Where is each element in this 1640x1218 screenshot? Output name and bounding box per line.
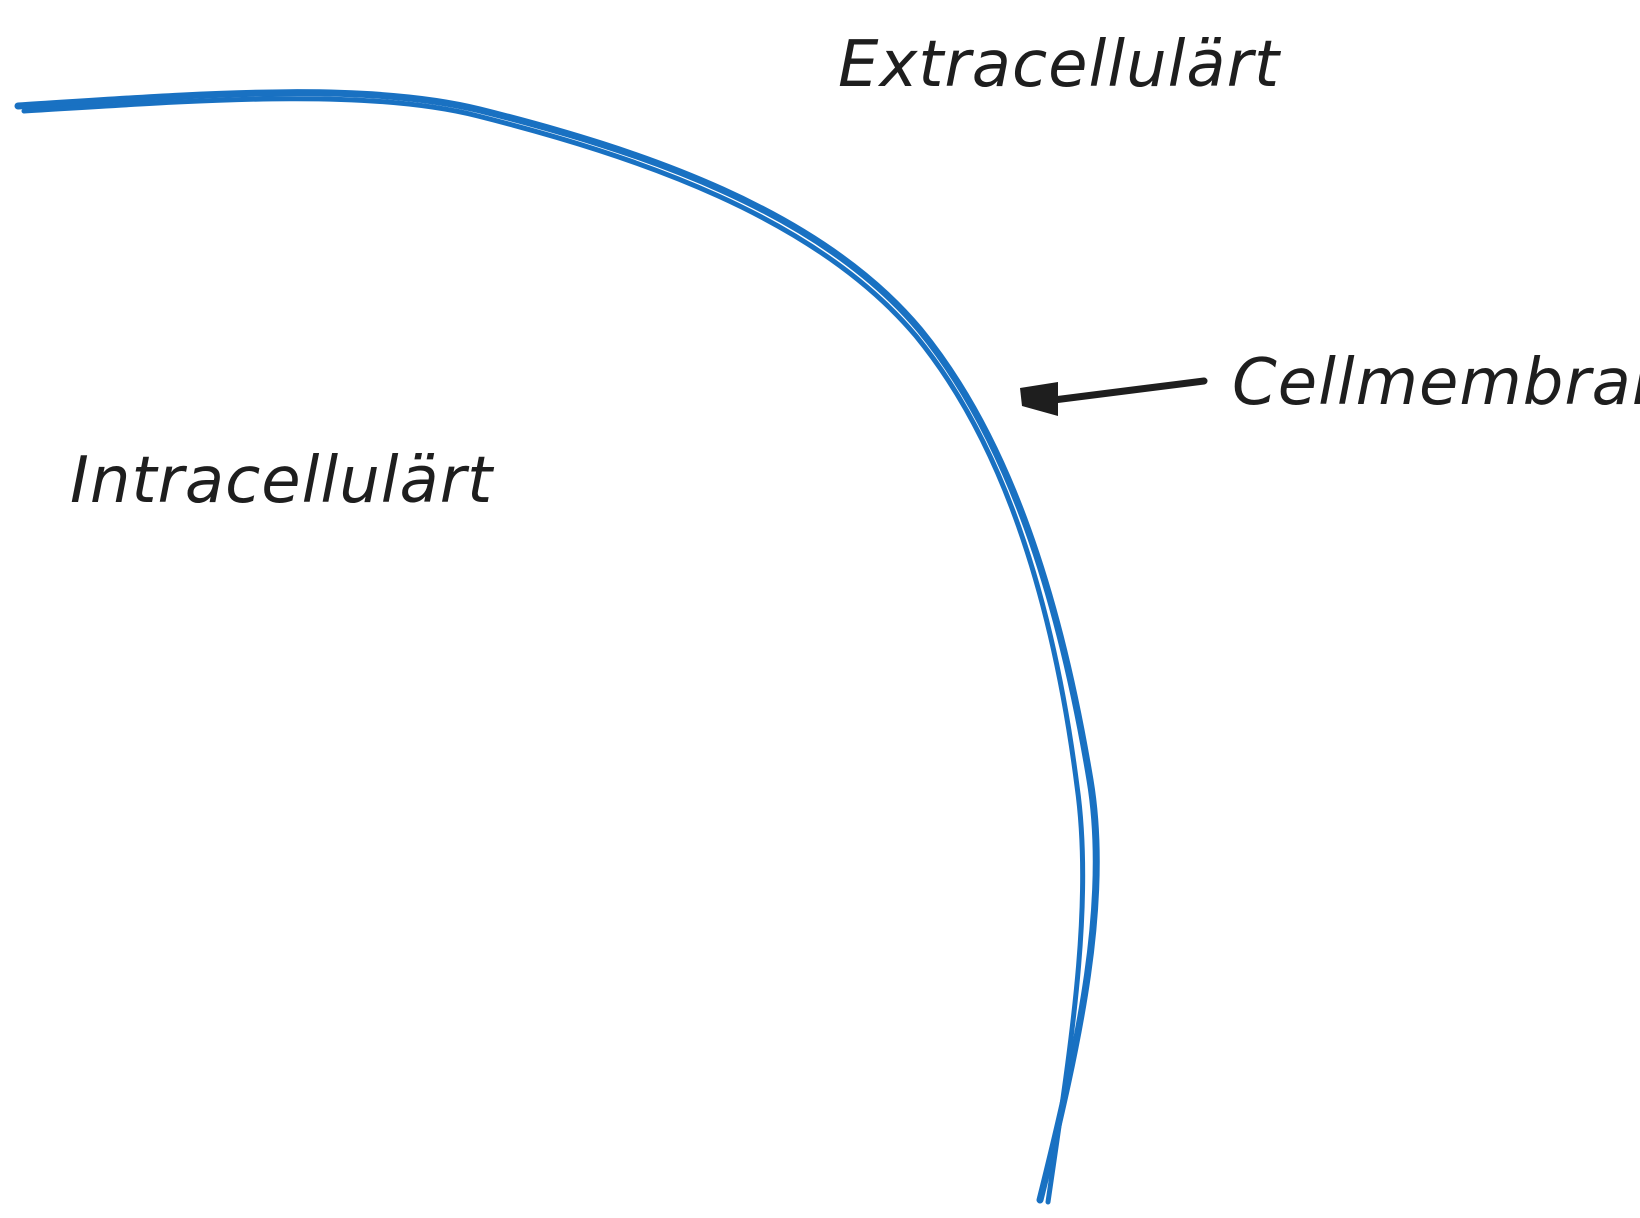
- cell-membrane-curve: [14, 89, 1100, 1205]
- arrow-head: [1020, 382, 1058, 416]
- membrane-label: Cellmembran: [1232, 346, 1640, 420]
- pointer-arrow: [1020, 377, 1208, 416]
- membrane-stroke-outer: [14, 89, 1100, 1204]
- extracellular-label: Extracellulärt: [838, 28, 1282, 102]
- membrane-stroke-inner: [21, 96, 1086, 1205]
- arrow-shaft: [1026, 377, 1208, 407]
- intracellular-label: Intracellulärt: [70, 444, 495, 518]
